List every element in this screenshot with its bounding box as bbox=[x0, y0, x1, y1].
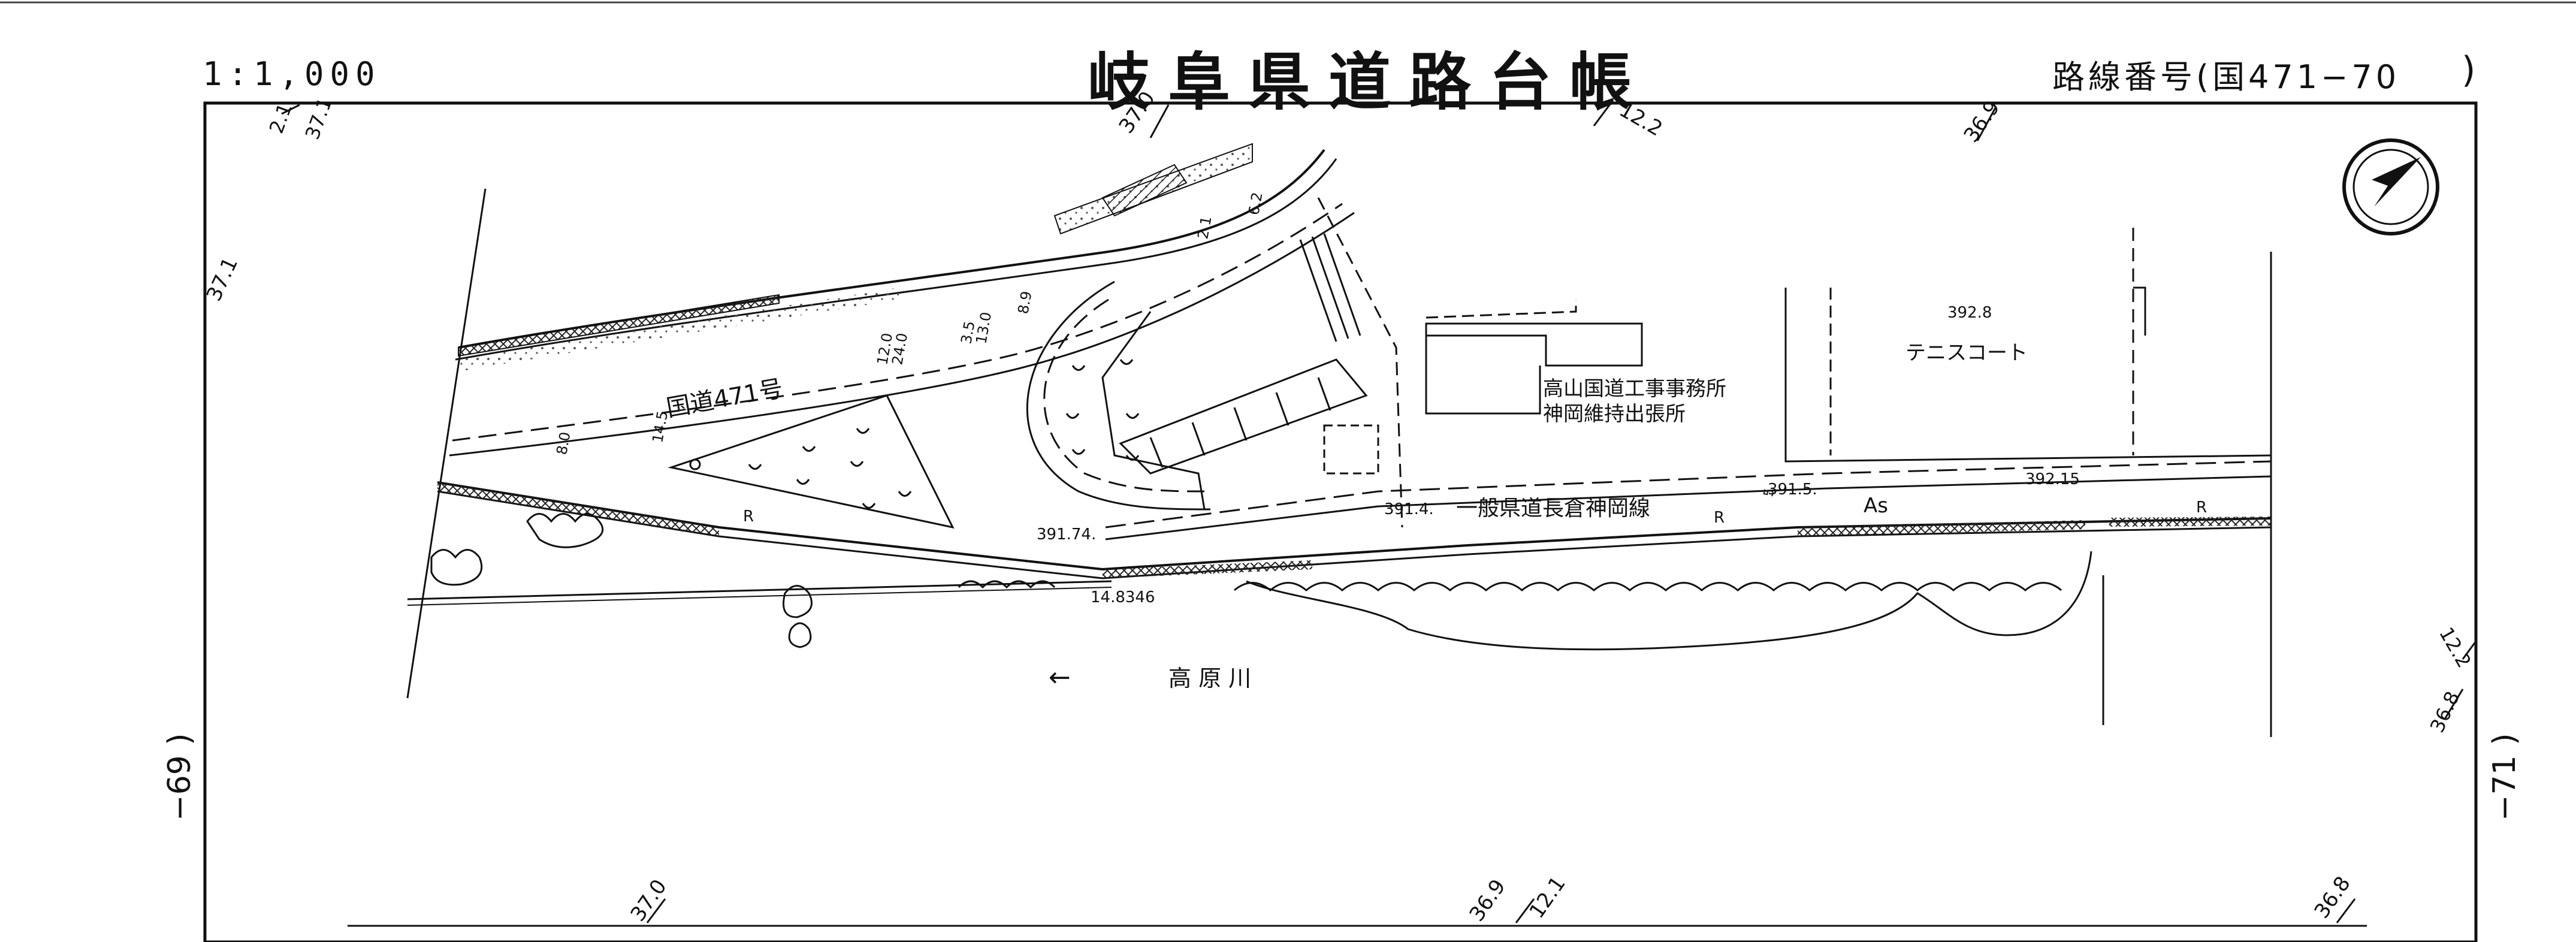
office-building bbox=[1425, 300, 1643, 415]
prefectural-road-label: 一般県道長倉神岡線 bbox=[1456, 496, 1650, 521]
width-label: 2.1 bbox=[1194, 215, 1215, 240]
width-label: 5 bbox=[1761, 487, 1777, 498]
elevation-label: 392.8 bbox=[1947, 304, 1992, 322]
width-label: 13.0 bbox=[973, 311, 995, 345]
office-label-line2: 神岡維持出張所 bbox=[1543, 402, 1686, 426]
riverbank-vegetation bbox=[430, 513, 2092, 651]
width-label: 3.5 bbox=[958, 320, 978, 345]
office-label-line1: 高山国道工事事務所 bbox=[1543, 377, 1726, 401]
contour-label: 2.1 bbox=[265, 100, 297, 137]
contour-label: 36.8 bbox=[2310, 872, 2355, 923]
road-edge-mark: R bbox=[743, 508, 754, 526]
traffic-island bbox=[668, 394, 955, 529]
page-title: 岐阜県道路台帳 bbox=[1088, 45, 1650, 119]
contour-markers bbox=[281, 101, 2477, 923]
junction-island bbox=[1026, 280, 1211, 511]
contour-label: 36.8 bbox=[2426, 688, 2465, 736]
national-road-471 bbox=[449, 143, 1355, 457]
river-label: 高 原 川 bbox=[1168, 665, 1251, 692]
width-label: 8.9 bbox=[1014, 290, 1035, 315]
elevation-label: 392.15 bbox=[2025, 470, 2080, 488]
contour-label: 37.0 bbox=[1115, 87, 1160, 138]
tennis-court-area bbox=[1784, 228, 2272, 737]
elevation-label: 391.5. bbox=[1768, 481, 1817, 499]
route-number-close: ) bbox=[2462, 49, 2476, 91]
elevation-label: 391.4. bbox=[1384, 500, 1434, 518]
elevation-label: 391.74. bbox=[1037, 526, 1096, 544]
river-flow-arrow: ← bbox=[1049, 662, 1071, 693]
north-arrow-icon bbox=[2342, 138, 2439, 236]
contour-label: 36.9 bbox=[1465, 875, 1511, 926]
route-number: 路線番号(国471−70 bbox=[2052, 58, 2400, 96]
map-frame bbox=[203, 101, 2478, 942]
road-edge-mark: R bbox=[1714, 509, 1725, 527]
map-scale: 1:1,000 bbox=[203, 55, 381, 93]
width-label: 8.0 bbox=[553, 431, 573, 456]
contour-label: 37.1 bbox=[202, 253, 243, 305]
left-boundary-line bbox=[406, 188, 487, 699]
elevation-label: 14.8346 bbox=[1091, 588, 1155, 606]
tennis-court-label: テニスコート bbox=[1905, 341, 2028, 365]
embankment-steps bbox=[1119, 197, 1403, 528]
pavement-label: As bbox=[1864, 494, 1888, 518]
prefectural-road bbox=[407, 460, 2272, 606]
contour-label: 12.1 bbox=[1525, 872, 1571, 923]
road-edge-mark: R bbox=[2196, 499, 2207, 517]
contour-label: 12.2 bbox=[2435, 623, 2476, 672]
width-label: 6.2 bbox=[1245, 191, 1266, 216]
